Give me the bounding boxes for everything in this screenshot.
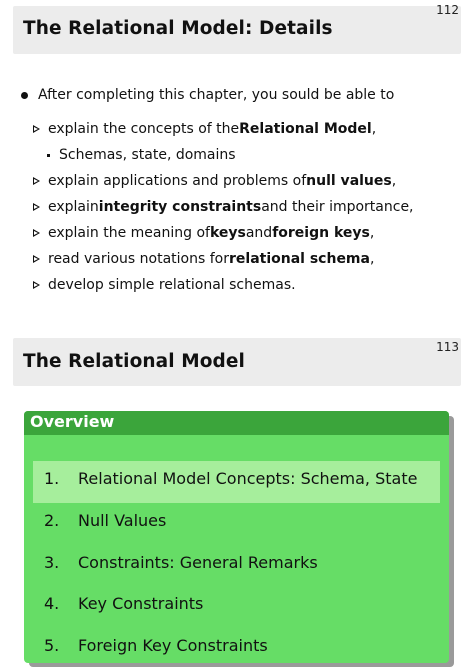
goal-bold-text: relational schema <box>229 251 370 267</box>
goal-bold-text: keys <box>209 225 246 241</box>
overview-item-number: 4. <box>44 594 60 613</box>
slide-number: 112 <box>436 3 459 17</box>
overview-title-bar: Overview <box>24 411 449 435</box>
goal-text: explain the concepts of the <box>48 121 240 137</box>
overview-item-number: 3. <box>44 552 60 572</box>
goal-bold-text: null values <box>306 173 392 189</box>
goal-bold-text: Relational Model <box>239 121 372 137</box>
triangle-bullet-icon <box>33 255 40 263</box>
triangle-bullet-icon <box>33 281 40 289</box>
bullet-dot-icon <box>21 91 28 99</box>
overview-block: Overview 1. Relational Model Concepts: S… <box>24 411 449 663</box>
overview-item-number: 5. <box>44 635 60 655</box>
triangle-bullet-icon <box>33 177 40 185</box>
slide-header-112: The Relational Model: Details <box>13 6 461 54</box>
overview-item-label: Constraints: General Remarks <box>78 552 318 572</box>
goal-item: explain applications and problems of nul… <box>33 168 414 194</box>
overview-item[interactable]: 2. Null Values <box>24 503 449 545</box>
goal-text: , <box>391 173 397 189</box>
goal-text: Schemas, state, domains <box>59 147 236 163</box>
intro-text: After completing this chapter, you sould… <box>38 87 395 103</box>
goal-text: , <box>371 121 377 137</box>
slide-number: 113 <box>436 340 459 354</box>
goal-item: develop simple relational schemas. <box>33 272 414 298</box>
small-bullet-icon <box>47 153 50 157</box>
overview-item-label: Relational Model Concepts: Schema, State <box>78 469 418 488</box>
goal-item: explain integrity constraints and their … <box>33 194 414 220</box>
slide-header-113: The Relational Model <box>13 338 461 386</box>
goal-subitem: Schemas, state, domains <box>33 142 414 168</box>
overview-item[interactable]: 3. Constraints: General Remarks <box>24 545 449 587</box>
triangle-bullet-icon <box>33 229 40 237</box>
goal-bold-text: integrity constraints <box>98 199 262 215</box>
goal-text: explain <box>48 199 99 215</box>
learning-goals-list: explain the concepts of the Relational M… <box>33 116 414 298</box>
overview-item-label: Foreign Key Constraints <box>78 635 268 655</box>
overview-title: Overview <box>30 412 115 431</box>
overview-item-number: 1. <box>44 469 60 488</box>
overview-item-number: 2. <box>44 511 60 530</box>
triangle-bullet-icon <box>33 125 40 133</box>
overview-item-label: Null Values <box>78 511 167 530</box>
goal-bold-text: foreign keys <box>272 225 370 241</box>
slide-title: The Relational Model: Details <box>23 18 333 39</box>
goal-text: and their importance, <box>261 199 414 215</box>
overview-item-label: Key Constraints <box>78 594 204 613</box>
goal-text: read various notations for <box>48 251 229 267</box>
goal-text: , <box>369 251 375 267</box>
overview-item[interactable]: 4. Key Constraints <box>24 586 449 628</box>
overview-item[interactable]: 5. Foreign Key Constraints <box>24 628 449 664</box>
goal-text: and <box>245 225 273 241</box>
overview-item-current[interactable]: 1. Relational Model Concepts: Schema, St… <box>33 461 440 503</box>
slide-title: The Relational Model <box>23 351 245 372</box>
triangle-bullet-icon <box>33 203 40 211</box>
goal-item: read various notations for relational sc… <box>33 246 414 272</box>
goal-text: develop simple relational schemas. <box>48 277 296 293</box>
intro-bullet: After completing this chapter, you sould… <box>20 87 394 103</box>
goal-item: explain the concepts of the Relational M… <box>33 116 414 142</box>
overview-list: 1. Relational Model Concepts: Schema, St… <box>24 461 449 663</box>
goal-item: explain the meaning of keys and foreign … <box>33 220 414 246</box>
goal-text: explain applications and problems of <box>48 173 307 189</box>
goal-text: , <box>369 225 375 241</box>
goal-text: explain the meaning of <box>48 225 210 241</box>
